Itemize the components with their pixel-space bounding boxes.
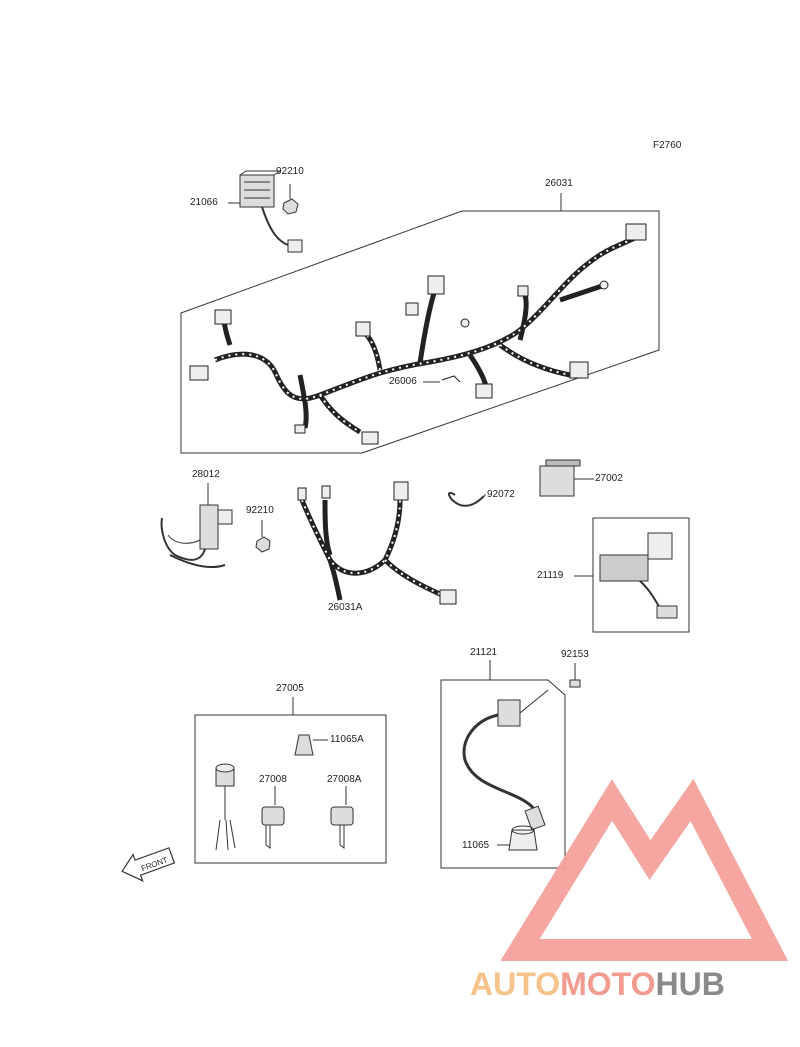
watermark-auto: AUTO — [470, 966, 561, 1002]
label-27008: 27008 — [259, 774, 287, 785]
nut-92210-mid-drawing — [255, 520, 271, 553]
box-21119 — [592, 517, 690, 633]
cap-11065-drawing — [497, 825, 538, 851]
label-21121: 21121 — [470, 647, 498, 658]
bolt-92153-drawing — [569, 663, 581, 688]
label-27002: 27002 — [595, 473, 623, 484]
label-26031A: 26031A — [328, 602, 363, 613]
label-21119: 21119 — [537, 570, 564, 581]
main-harness-drawing — [214, 235, 637, 435]
label-11065A: 11065A — [330, 734, 364, 745]
watermark-wordmark: AUTOMOTOHUB — [470, 966, 725, 1002]
watermark-logo-mark — [500, 778, 789, 961]
igniter-21119-drawing — [574, 532, 678, 619]
label-92072: 92072 — [487, 489, 515, 500]
harness-box-26031 — [180, 210, 660, 454]
front-arrow: FRONT — [121, 847, 176, 882]
key-27008-drawing — [261, 786, 285, 849]
main-harness-stripes — [214, 237, 636, 433]
box-27005 — [194, 714, 387, 864]
cap-11065A-drawing — [294, 734, 328, 756]
harness-26031A-drawing — [299, 499, 444, 601]
box-21121 — [440, 679, 566, 869]
label-26006: 26006 — [389, 376, 417, 387]
fuse-92072-drawing — [448, 491, 485, 507]
label-11065: 11065 — [462, 840, 490, 851]
label-26031: 26031 — [545, 178, 573, 189]
relay-27002-drawing — [539, 459, 594, 497]
label-28012: 28012 — [192, 469, 220, 480]
figure-code: F2760 — [653, 140, 682, 151]
label-92210-top: 92210 — [276, 166, 304, 177]
regulator-21066-drawing — [228, 170, 303, 253]
key-switch-drawing — [215, 763, 236, 851]
label-92153: 92153 — [561, 649, 589, 660]
ignition-coil-drawing — [462, 689, 549, 831]
watermark-moto: MOTO — [560, 966, 656, 1002]
label-21066: 21066 — [190, 197, 218, 208]
switch-28012-drawing — [160, 483, 233, 568]
key-27008A-drawing — [330, 786, 354, 849]
watermark-hub: HUB — [655, 966, 725, 1002]
label-92210-mid: 92210 — [246, 505, 274, 516]
main-harness-connectors — [189, 223, 647, 445]
label-27008A: 27008A — [327, 774, 362, 785]
nut-92210-top-drawing — [282, 184, 299, 215]
label-27005: 27005 — [276, 683, 304, 694]
